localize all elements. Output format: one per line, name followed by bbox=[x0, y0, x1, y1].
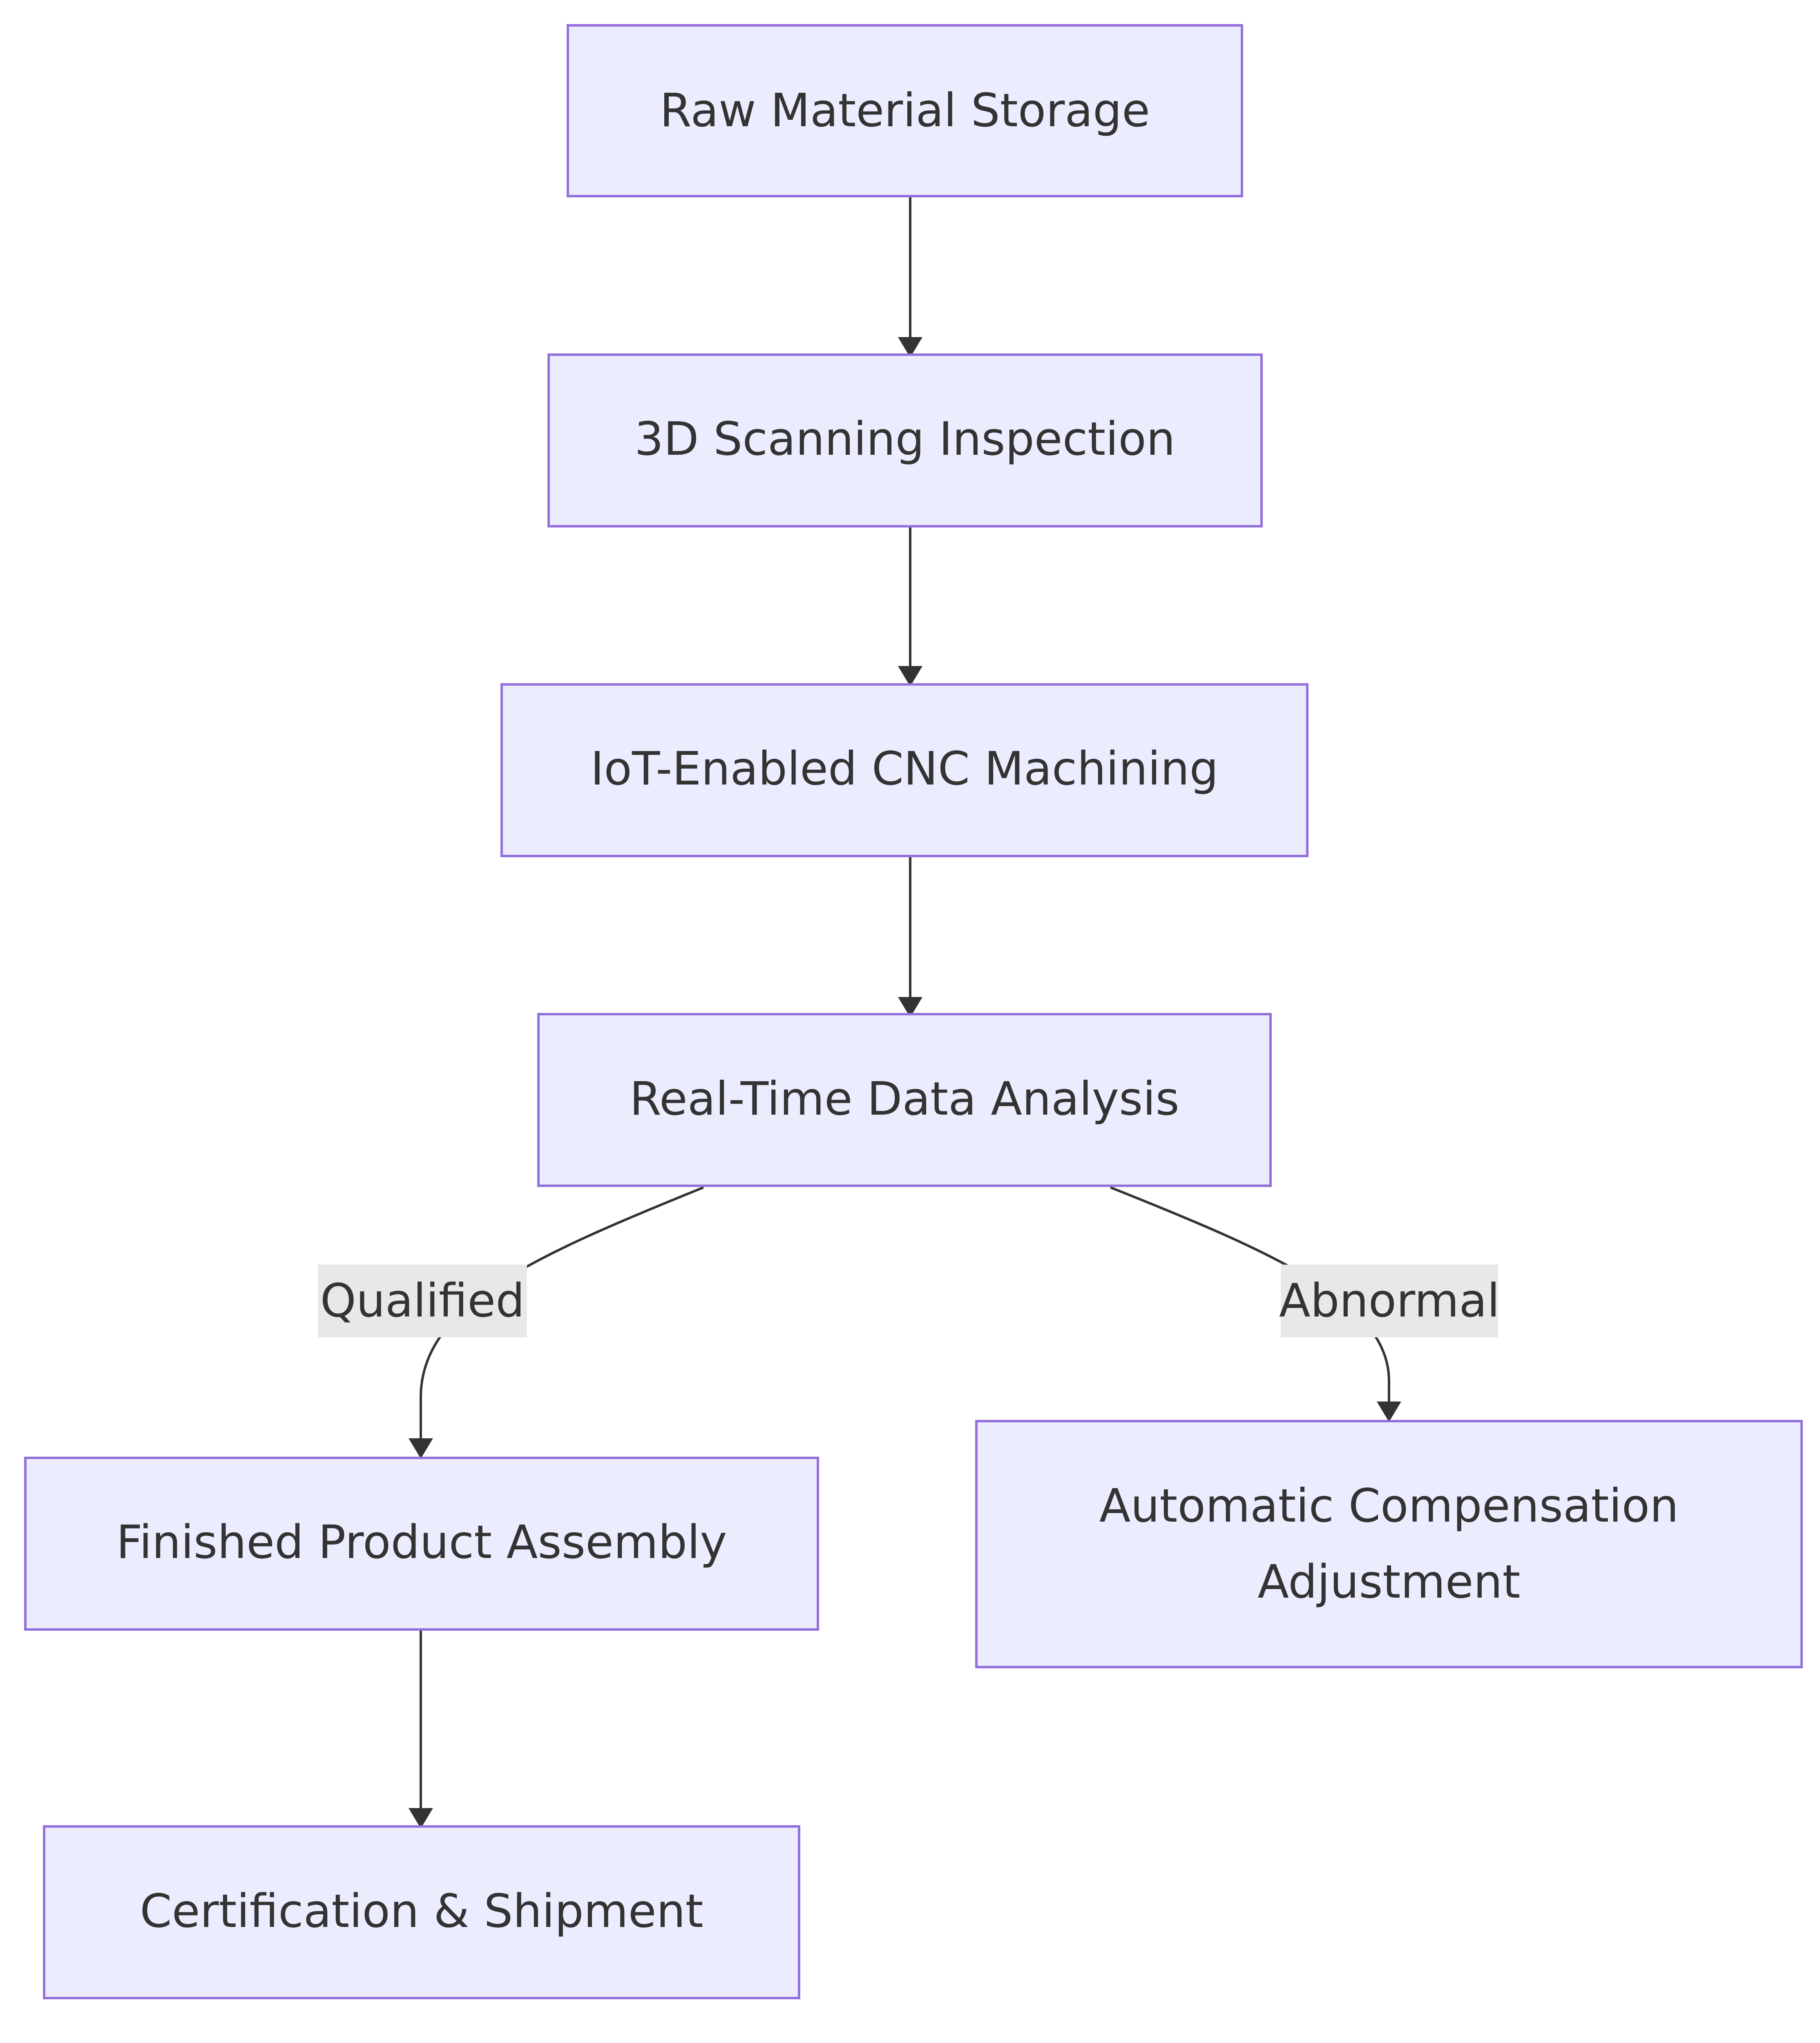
node-finished-product-assembly: Finished Product Assembly bbox=[24, 1457, 819, 1631]
edge-scan-to-cnc bbox=[898, 527, 922, 686]
node-3d-scanning-inspection-label: 3D Scanning Inspection bbox=[634, 413, 1175, 466]
edge-label-abnormal-text: Abnormal bbox=[1279, 1274, 1500, 1328]
edge-label-abnormal: Abnormal bbox=[1279, 1265, 1500, 1337]
node-raw-material-storage: Raw Material Storage bbox=[567, 24, 1243, 197]
node-iot-cnc-machining-label: IoT-Enabled CNC Machining bbox=[590, 742, 1218, 796]
node-iot-cnc-machining: IoT-Enabled CNC Machining bbox=[500, 683, 1309, 857]
node-raw-material-storage-label: Raw Material Storage bbox=[660, 84, 1150, 137]
node-3d-scanning-inspection: 3D Scanning Inspection bbox=[547, 353, 1263, 528]
edge-label-qualified: Qualified bbox=[318, 1265, 527, 1337]
node-automatic-compensation-adjustment: Automatic Compensation Adjustment bbox=[975, 1420, 1803, 1668]
node-certification-shipment-label: Certification & Shipment bbox=[140, 1885, 703, 1938]
node-automatic-compensation-adjustment-line1: Automatic Compensation bbox=[1099, 1480, 1679, 1533]
node-real-time-data-analysis-label: Real-Time Data Analysis bbox=[630, 1073, 1179, 1126]
node-real-time-data-analysis: Real-Time Data Analysis bbox=[537, 1013, 1272, 1187]
edge-cnc-to-analysis bbox=[898, 857, 922, 1017]
node-finished-product-assembly-label: Finished Product Assembly bbox=[116, 1516, 727, 1569]
node-automatic-compensation-adjustment-line2: Adjustment bbox=[1257, 1556, 1520, 1609]
edge-assembly-to-cert bbox=[409, 1630, 433, 1828]
edge-label-qualified-text: Qualified bbox=[320, 1274, 525, 1328]
node-certification-shipment: Certification & Shipment bbox=[43, 1825, 800, 1999]
edge-raw-to-scan bbox=[898, 196, 922, 358]
